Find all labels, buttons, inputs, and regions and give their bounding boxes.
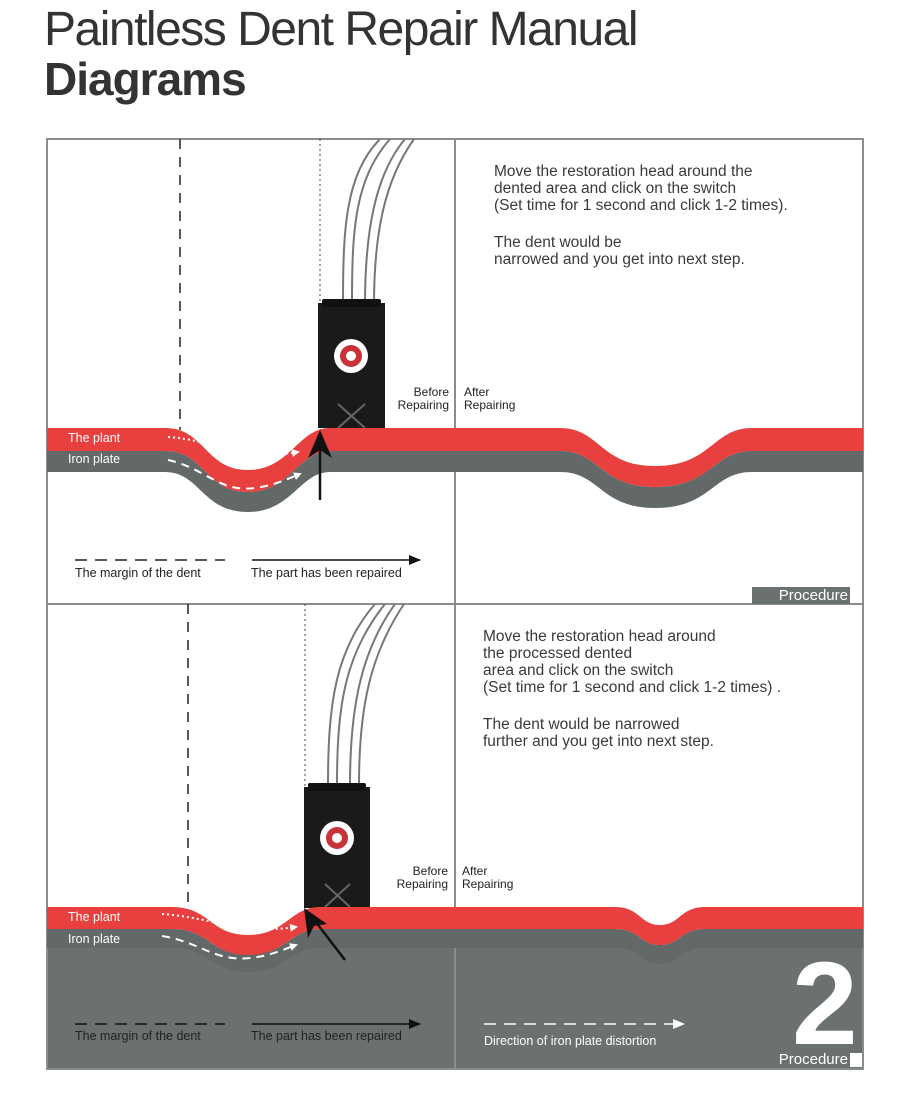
panel-2 bbox=[46, 603, 864, 1070]
panel-2-after-label: After Repairing bbox=[462, 864, 514, 891]
panel-1-instruction-1: Move the restoration head around the den… bbox=[494, 163, 788, 214]
panel-1-legend-margin: The margin of the dent bbox=[75, 566, 201, 580]
panel-2-instruction-2: The dent would be narrowed further and y… bbox=[483, 716, 714, 750]
cable bbox=[373, 138, 415, 306]
plant-movement-arrow bbox=[161, 913, 298, 932]
panel-2-plant-label: The plant bbox=[68, 910, 121, 924]
iron-plate-layer-after bbox=[455, 929, 863, 964]
panel-1-after-label: After Repairing bbox=[464, 385, 516, 412]
cable bbox=[349, 603, 396, 786]
panel-2-before-label: Before Repairing bbox=[396, 864, 448, 891]
panel-1-before-label: Before Repairing bbox=[397, 385, 449, 412]
procedure-marker bbox=[850, 1053, 862, 1067]
restoration-head-icon bbox=[318, 299, 385, 429]
panel-2-legend-direction: Direction of iron plate distortion bbox=[484, 1034, 657, 1048]
cable bbox=[358, 603, 405, 786]
panel-1-iron-label: Iron plate bbox=[68, 452, 121, 466]
plant-layer-after bbox=[455, 428, 863, 487]
cable bbox=[336, 603, 386, 786]
page-title: Paintless Dent Repair Manual bbox=[44, 3, 639, 56]
iron-plate-layer bbox=[47, 929, 455, 972]
panel-2-procedure-label: Procedure bbox=[778, 1051, 848, 1068]
panel-2-iron-label: Iron plate bbox=[68, 932, 121, 946]
iron-movement-arrow bbox=[161, 935, 298, 960]
cable bbox=[327, 603, 376, 786]
iron-plate-layer-after bbox=[455, 451, 863, 508]
panel-1-plant-label: The plant bbox=[68, 431, 121, 445]
panel-1 bbox=[46, 138, 864, 605]
page-subtitle: Diagrams bbox=[44, 53, 247, 105]
plant-layer bbox=[47, 428, 455, 492]
iron-movement-arrow bbox=[167, 459, 302, 490]
panel-2-legend-margin: The margin of the dent bbox=[75, 1029, 201, 1043]
panel-1-legend-repaired: The part has been repaired bbox=[251, 566, 402, 580]
plant-layer-after bbox=[455, 907, 863, 945]
panel-1-procedure-label: Procedure bbox=[752, 587, 850, 604]
cable bbox=[364, 138, 406, 306]
iron-plate-layer bbox=[47, 451, 455, 512]
cable bbox=[351, 138, 391, 306]
panel-2-instruction-1: Move the restoration head around the pro… bbox=[483, 628, 782, 696]
panel-1-instruction-2: The dent would be narrowed and you get i… bbox=[494, 234, 745, 268]
cable bbox=[342, 138, 381, 306]
procedure-number: 2 bbox=[792, 938, 858, 1070]
restoration-head-icon bbox=[304, 783, 370, 908]
plant-layer bbox=[47, 907, 455, 955]
panel-2-legend-repaired: The part has been repaired bbox=[251, 1029, 402, 1043]
